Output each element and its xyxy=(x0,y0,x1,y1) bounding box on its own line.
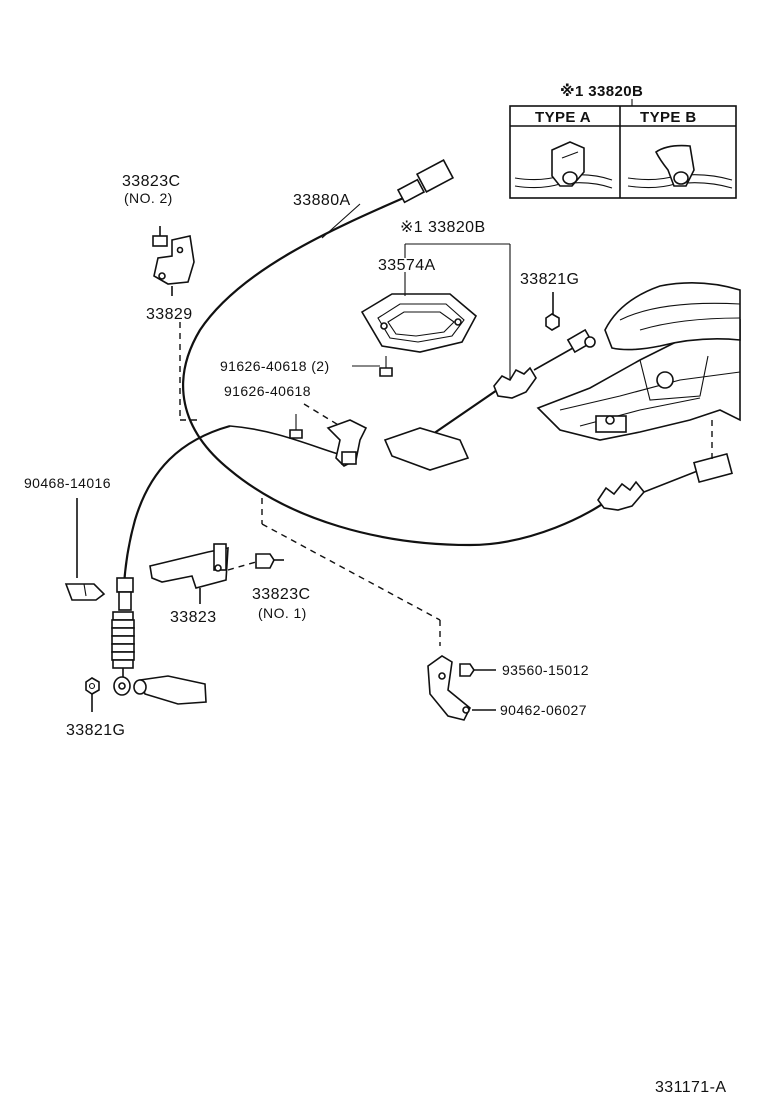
inset-type-b-label: TYPE B xyxy=(640,109,697,126)
bezel-33574a xyxy=(360,293,478,353)
inset-title: ※1 33820B xyxy=(560,82,643,100)
shift-cable-33880a xyxy=(182,159,733,547)
bracket-33829 xyxy=(152,226,200,421)
label-33823c-no1-sub: (NO. 1) xyxy=(258,605,307,621)
part-labels: 33823C (NO. 2) 33829 33880A ※1 33820B 33… xyxy=(24,173,726,1096)
label-33823c-no2-number: 33823C xyxy=(122,173,180,190)
label-33829: 33829 xyxy=(146,306,193,323)
shift-lever-assembly xyxy=(536,282,741,462)
label-91626-40618: 91626-40618 xyxy=(224,383,311,399)
bracket-90462 xyxy=(427,655,496,721)
label-33823c-no1-number: 33823C xyxy=(252,586,310,603)
select-cable-33820b xyxy=(383,328,596,471)
label-33574a: 33574A xyxy=(378,257,436,274)
label-93560-15012: 93560-15012 xyxy=(502,662,589,678)
label-33880a: 33880A xyxy=(293,192,351,209)
nut-33821g-top xyxy=(545,292,560,331)
figure-code: 331171-A xyxy=(655,1079,726,1096)
nut-33821g-bottom xyxy=(85,677,100,712)
lower-cable xyxy=(111,424,353,705)
cable-clamp xyxy=(289,356,393,467)
label-91626-40618-2: 91626-40618 (2) xyxy=(220,358,330,374)
clip-90468-14016 xyxy=(64,498,106,601)
label-90462-06027: 90462-06027 xyxy=(500,702,587,718)
label-33823c-no2-sub: (NO. 2) xyxy=(124,190,173,206)
bracket-33823 xyxy=(149,498,441,646)
label-33821g-top: 33821G xyxy=(520,271,579,288)
leader-lines xyxy=(321,203,511,380)
cable-boot-bellows xyxy=(111,611,135,669)
label-33821g-bottom: 33821G xyxy=(66,722,125,739)
label-90468-14016: 90468-14016 xyxy=(24,475,111,491)
label-33820b: ※1 33820B xyxy=(400,219,486,236)
inset-type-box: ※1 33820B TYPE A TYPE B xyxy=(509,82,737,199)
type-b-clip-illustration xyxy=(627,144,733,189)
inset-type-a-label: TYPE A xyxy=(535,109,591,126)
label-33823: 33823 xyxy=(170,609,217,626)
type-a-clip-illustration xyxy=(514,141,613,189)
